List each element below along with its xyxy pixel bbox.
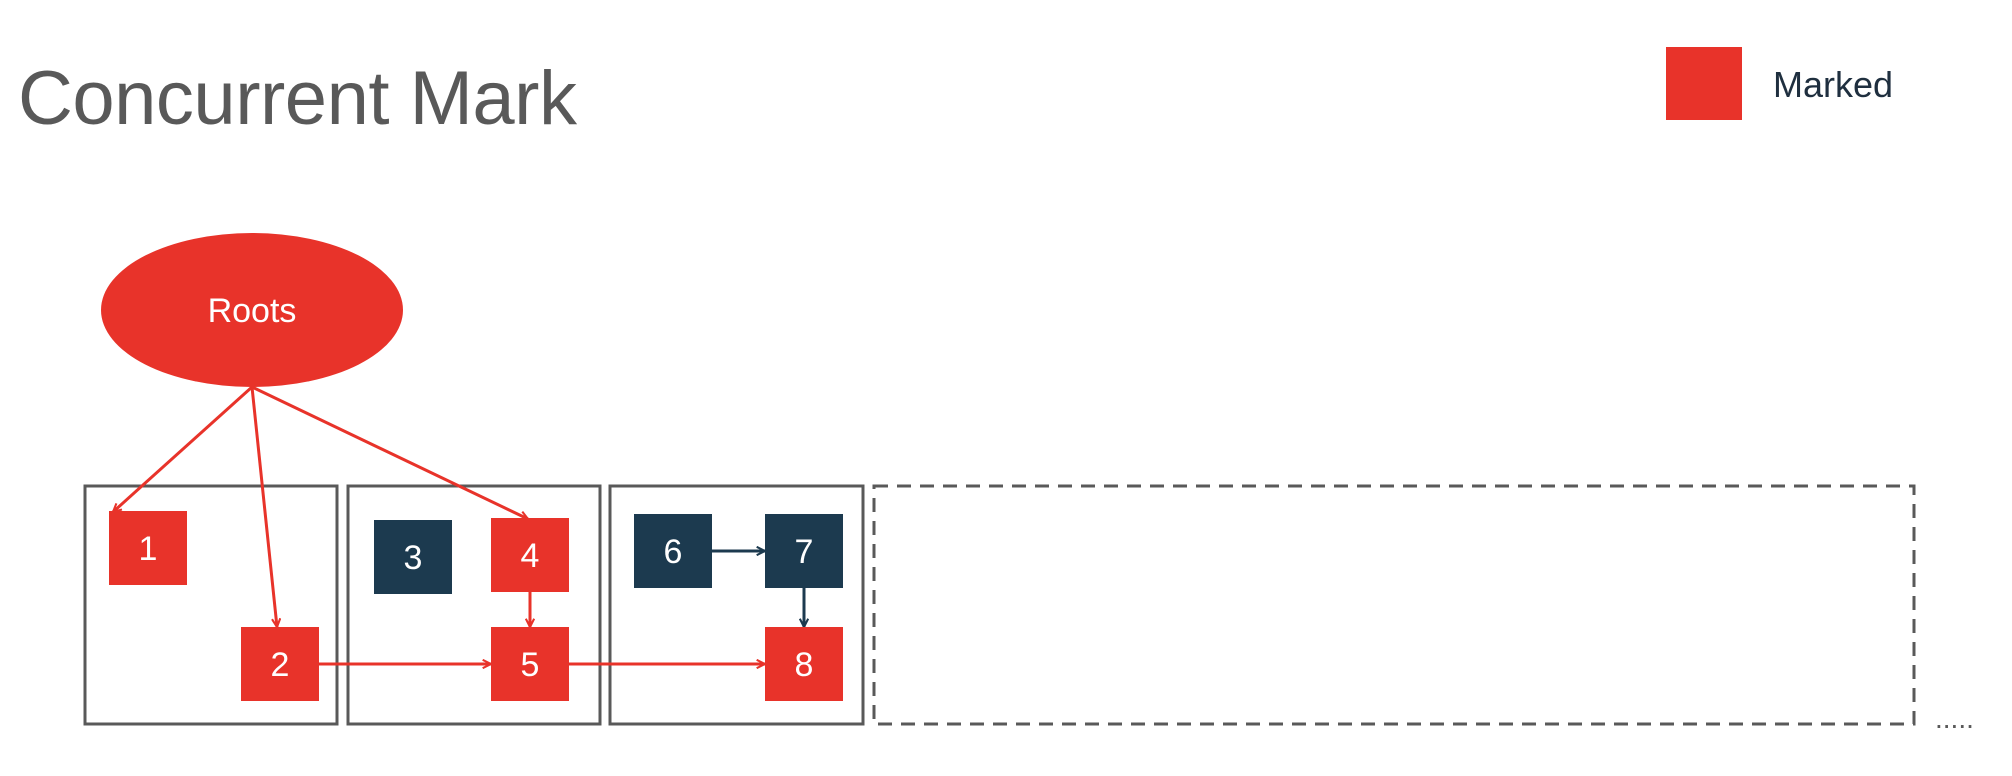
region-2 (346, 484, 602, 726)
roots-label: Roots (208, 292, 297, 330)
roots-node (101, 233, 403, 387)
object-label-3: 3 (404, 539, 423, 577)
reference-arrow-roots-to-2 (250, 386, 277, 627)
object-label-4: 4 (521, 537, 540, 575)
reference-arrow-roots-to-4 (251, 385, 528, 521)
object-5 (491, 627, 569, 701)
region-4 (872, 484, 1916, 726)
legend-marked-label: Marked (1773, 64, 1894, 105)
object-label-8: 8 (795, 646, 814, 684)
legend-marked-swatch (1666, 47, 1742, 120)
object-label-7: 7 (795, 533, 814, 571)
object-8 (765, 627, 843, 701)
object-label-5: 5 (521, 646, 540, 684)
object-6 (634, 514, 712, 588)
object-label-2: 2 (271, 646, 290, 684)
region-3 (608, 484, 865, 726)
object-3 (374, 520, 452, 594)
object-2 (241, 627, 319, 701)
object-7 (765, 514, 843, 588)
object-label-6: 6 (664, 533, 683, 571)
object-label-1: 1 (139, 530, 158, 568)
ellipsis: ..... (1935, 703, 1974, 734)
object-4 (491, 518, 569, 592)
page-title: Concurrent Mark (18, 56, 577, 141)
reference-arrow-roots-to-1 (113, 385, 254, 512)
region-1 (83, 484, 339, 726)
object-1 (109, 511, 187, 585)
